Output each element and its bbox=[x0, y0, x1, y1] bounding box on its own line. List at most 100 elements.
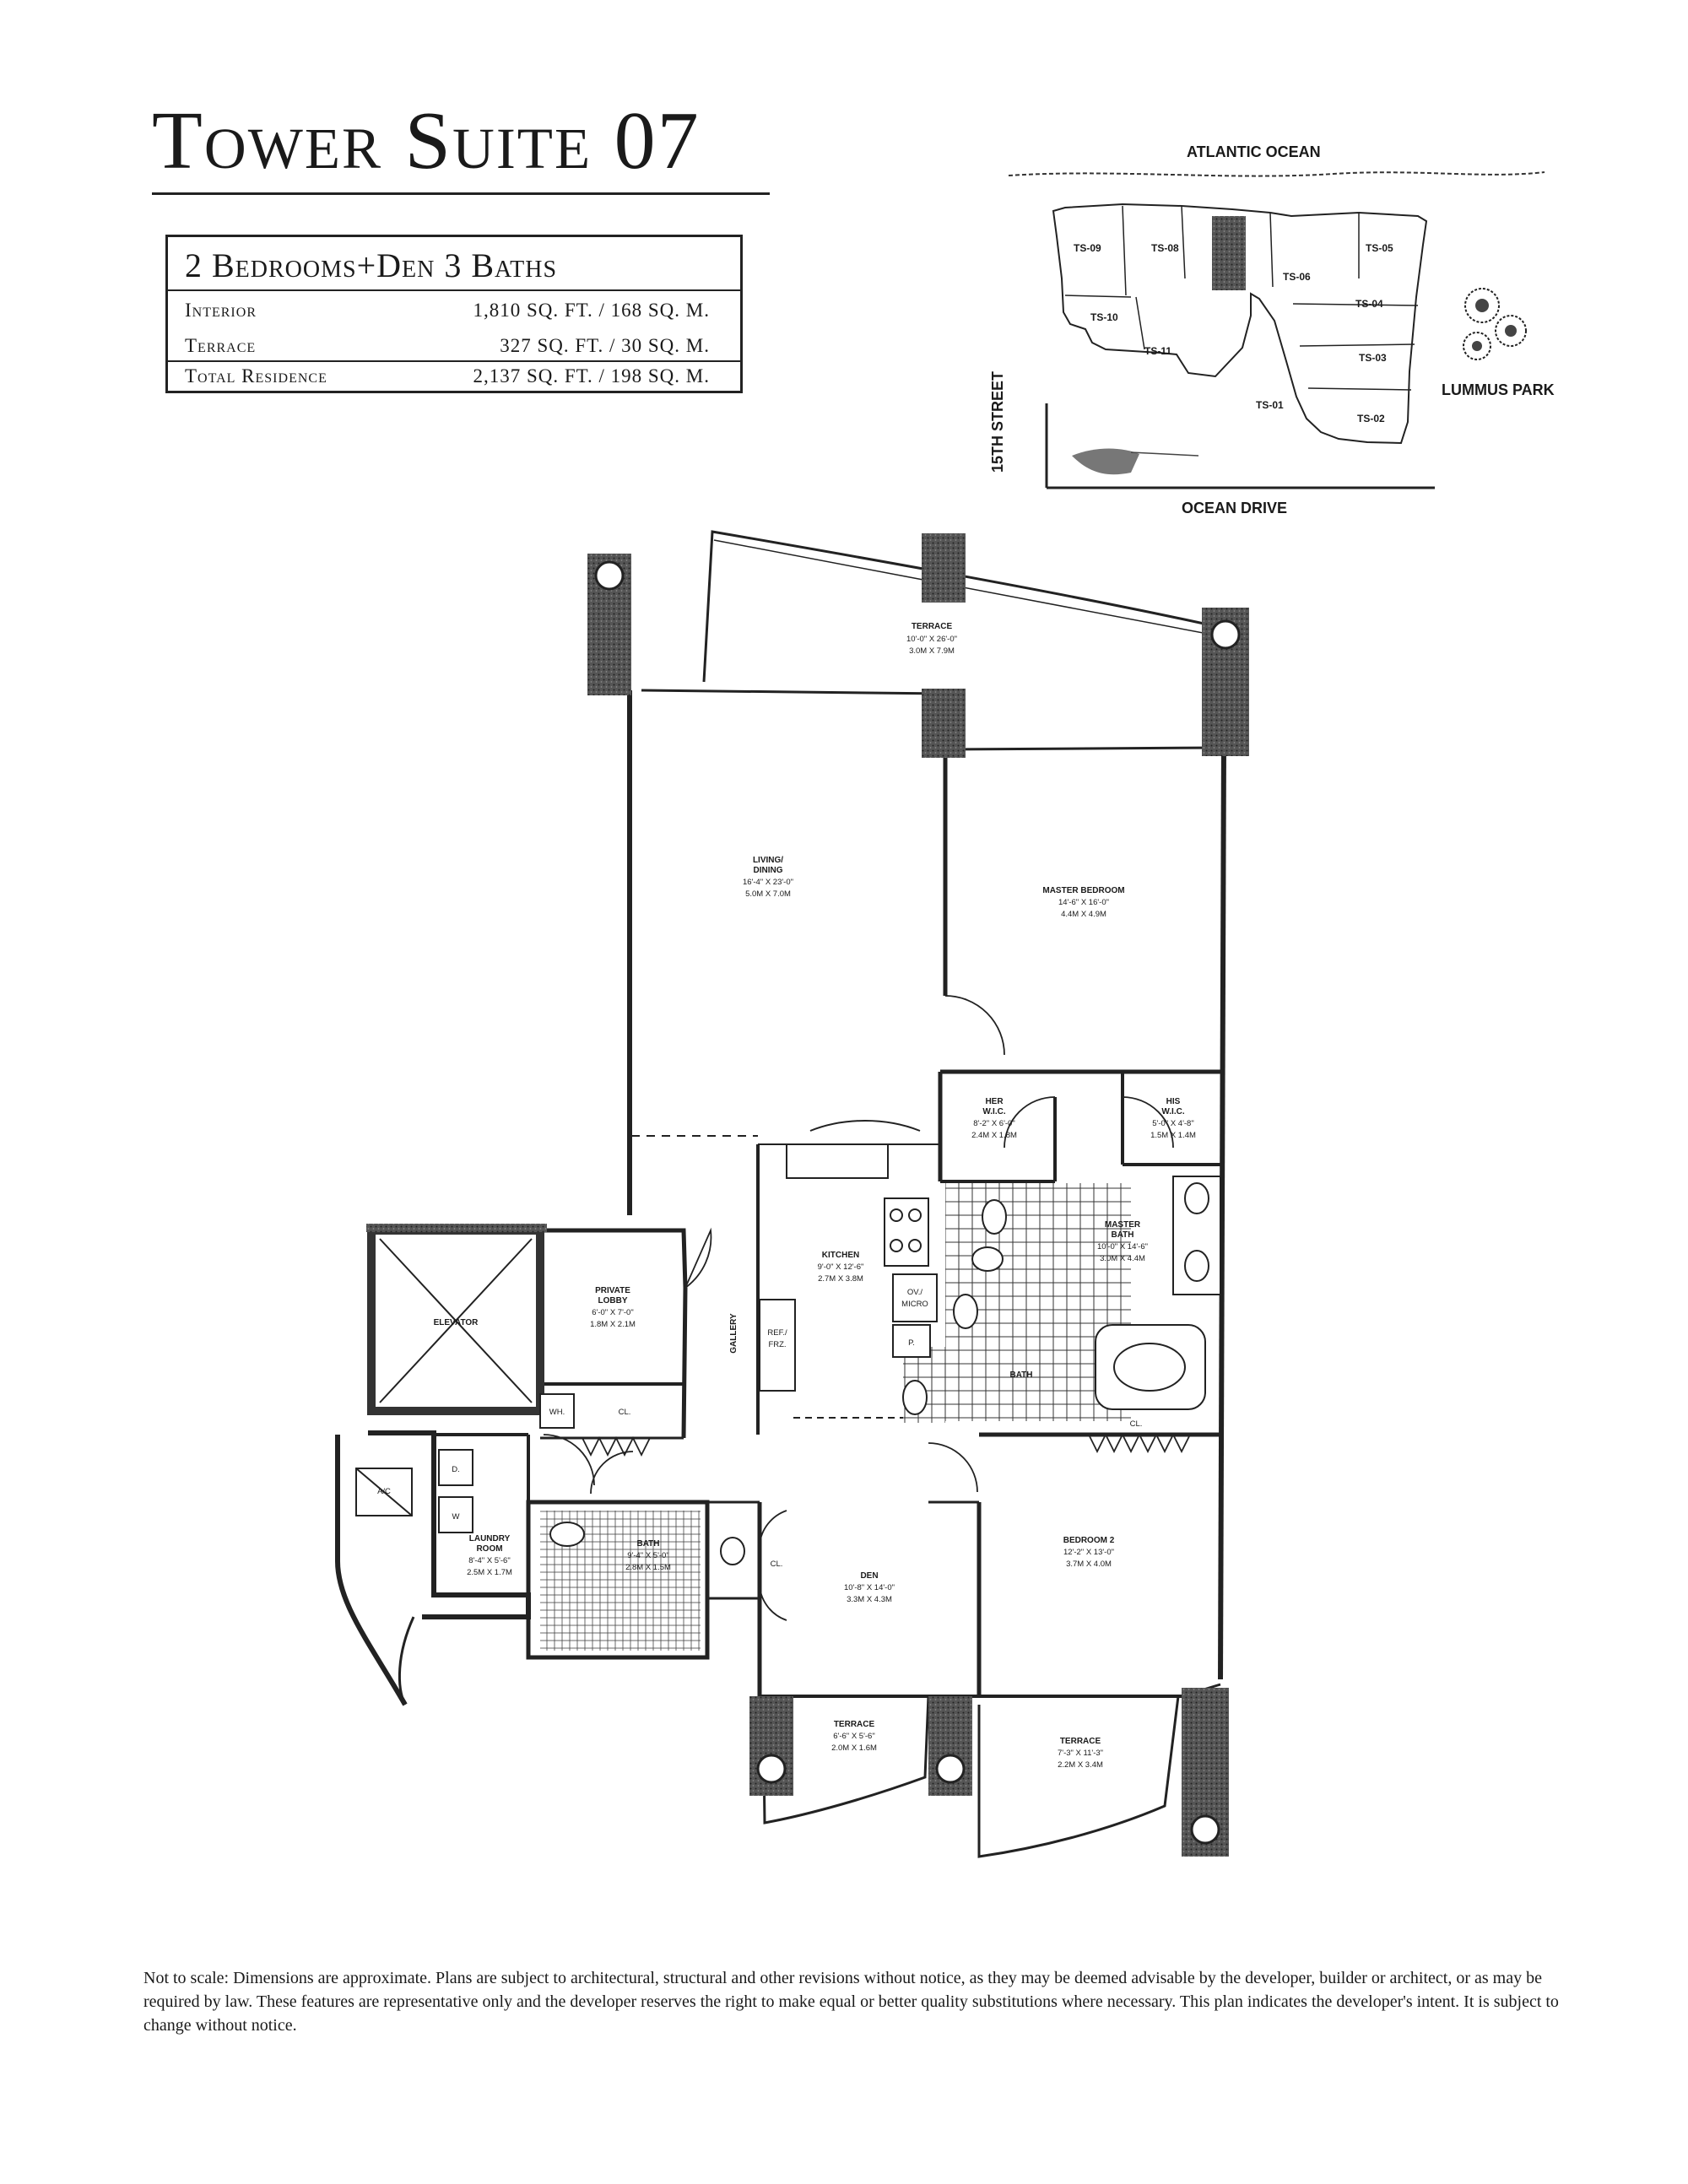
bidet-icon bbox=[971, 1246, 1004, 1272]
room-dim: 10'-8" X 14'-0" bbox=[844, 1583, 895, 1592]
room-dim: 6'-6" X 5'-6" bbox=[833, 1732, 874, 1741]
label-water-heater: WH. bbox=[549, 1408, 565, 1417]
room-dim: 2.8M X 1.5M bbox=[625, 1563, 671, 1572]
room-label-living-2: DINING bbox=[754, 866, 783, 875]
room-label-bath: BATH bbox=[636, 1539, 659, 1549]
room-label-private-lobby-2: LOBBY bbox=[598, 1296, 628, 1306]
disclaimer-text: Not to scale: Dimensions are approximate… bbox=[143, 1969, 1559, 2035]
fixtures bbox=[355, 1120, 1221, 1565]
spec-label: Interior bbox=[185, 300, 257, 321]
spec-value: 1,810 SQ. FT. / 168 SQ. M. bbox=[473, 300, 710, 321]
cooktop-icon bbox=[884, 1197, 929, 1267]
room-dim: 2.4M X 1.8M bbox=[971, 1131, 1017, 1140]
map-unit-ts09: TS-09 bbox=[1074, 242, 1101, 254]
columns bbox=[366, 533, 1249, 1857]
room-label-master-bath: MASTER bbox=[1105, 1220, 1141, 1230]
spec-row-total: Total Residence 2,137 SQ. FT. / 198 SQ. … bbox=[185, 365, 725, 387]
label-refrigerator: REF./ bbox=[767, 1328, 787, 1338]
spec-value: 327 SQ. FT. / 30 SQ. M. bbox=[500, 335, 710, 356]
toilet-icon bbox=[982, 1199, 1007, 1235]
room-dim: 1.5M X 1.4M bbox=[1150, 1131, 1196, 1140]
label-washer: W bbox=[452, 1512, 460, 1522]
room-dim: 5.0M X 7.0M bbox=[745, 889, 791, 899]
label-refrigerator-2: FRZ. bbox=[768, 1340, 786, 1349]
spec-divider bbox=[168, 360, 740, 362]
room-dim: 9'-4" X 5'-0" bbox=[627, 1551, 668, 1560]
room-label-her-wic-2: W.I.C. bbox=[982, 1107, 1005, 1116]
kitchen-counter bbox=[786, 1143, 889, 1179]
room-dim: 3.0M X 4.4M bbox=[1100, 1254, 1145, 1263]
label-closet-den: CL. bbox=[771, 1560, 783, 1569]
room-dim: 12'-2" X 13'-0" bbox=[1063, 1548, 1114, 1557]
label-oven-2: MICRO bbox=[901, 1300, 928, 1309]
room-label-his-wic-2: W.I.C. bbox=[1161, 1107, 1184, 1116]
map-label-park: LUMMUS PARK bbox=[1442, 381, 1555, 398]
map-unit-ts06: TS-06 bbox=[1283, 271, 1311, 283]
label-ac: A/C bbox=[377, 1487, 391, 1496]
room-dim: 5'-0" X 4'-8" bbox=[1152, 1119, 1193, 1128]
map-unit-ts10: TS-10 bbox=[1090, 311, 1118, 323]
room-dim: 10'-0" X 26'-0" bbox=[906, 635, 957, 644]
refrigerator-icon bbox=[759, 1299, 796, 1392]
room-dim: 2.5M X 1.7M bbox=[467, 1568, 512, 1577]
toilet-icon bbox=[902, 1380, 928, 1415]
room-label-gallery: GALLERY bbox=[729, 1313, 738, 1354]
map-unit-ts02: TS-02 bbox=[1357, 413, 1385, 424]
room-label-elevator: ELEVATOR bbox=[434, 1318, 479, 1327]
toilet-icon bbox=[549, 1522, 585, 1547]
elevator-cross bbox=[379, 1238, 533, 1403]
room-dim: 8'-4" X 5'-6" bbox=[468, 1556, 510, 1565]
map-unit-ts05: TS-05 bbox=[1366, 242, 1393, 254]
building-core bbox=[1212, 216, 1246, 290]
toilet-icon bbox=[953, 1294, 978, 1329]
room-label-master-bath-2: BATH bbox=[1111, 1230, 1133, 1240]
room-dim: 3.0M X 7.9M bbox=[909, 646, 955, 656]
dryer-icon bbox=[438, 1449, 473, 1486]
room-label-bath2: BATH bbox=[1009, 1370, 1032, 1380]
spec-value: 2,137 SQ. FT. / 198 SQ. M. bbox=[473, 365, 710, 387]
door-swings bbox=[543, 995, 1174, 1621]
label-closet-br2: CL. bbox=[1130, 1419, 1143, 1429]
key-map: TS-09 TS-08 TS-06 TS-05 TS-04 TS-10 TS-1… bbox=[1008, 171, 1545, 489]
room-dim: 8'-2" X 6'-0" bbox=[973, 1119, 1014, 1128]
room-label-terrace-br2: TERRACE bbox=[1060, 1737, 1101, 1746]
room-dim: 3.7M X 4.0M bbox=[1066, 1560, 1112, 1569]
room-dim: 9'-0" X 12'-6" bbox=[818, 1262, 864, 1272]
room-dim: 3.3M X 4.3M bbox=[847, 1595, 892, 1604]
room-label-terrace-den: TERRACE bbox=[834, 1720, 875, 1729]
sink-icon bbox=[720, 1537, 745, 1565]
map-label-ocean: ATLANTIC OCEAN bbox=[1187, 143, 1321, 160]
building-outline bbox=[1052, 203, 1428, 445]
map-unit-ts03: TS-03 bbox=[1359, 352, 1387, 364]
washer-icon bbox=[438, 1496, 473, 1533]
label-pantry: P. bbox=[908, 1338, 915, 1348]
spec-divider bbox=[168, 289, 740, 291]
label-dryer: D. bbox=[452, 1465, 460, 1474]
room-label-laundry: LAUNDRY bbox=[469, 1534, 511, 1543]
tree-icon bbox=[1463, 288, 1527, 360]
label-oven: OV./ bbox=[907, 1288, 922, 1297]
room-dim: 7'-3" X 11'-3" bbox=[1058, 1749, 1103, 1758]
room-dim: 10'-0" X 14'-6" bbox=[1097, 1242, 1148, 1251]
sink-icon bbox=[1184, 1250, 1209, 1282]
room-label-laundry-2: ROOM bbox=[476, 1544, 502, 1554]
room-label-den: DEN bbox=[860, 1571, 878, 1581]
map-unit-ts04: TS-04 bbox=[1355, 298, 1383, 310]
spec-label: Terrace bbox=[185, 335, 257, 356]
sink-icon bbox=[1184, 1182, 1209, 1214]
room-label-private-lobby: PRIVATE bbox=[595, 1286, 630, 1295]
room-label-her-wic: HER bbox=[985, 1097, 1004, 1106]
pantry-icon bbox=[892, 1324, 931, 1358]
closet-doors bbox=[582, 1432, 1191, 1457]
map-unit-ts11: TS-11 bbox=[1144, 345, 1171, 357]
label-closet: CL. bbox=[619, 1408, 631, 1417]
room-label-terrace-top: TERRACE bbox=[912, 622, 953, 631]
room-dim: 6'-0" X 7'-0" bbox=[592, 1308, 633, 1317]
room-label-master-bedroom: MASTER BEDROOM bbox=[1042, 886, 1124, 895]
water-heater-icon bbox=[539, 1393, 575, 1429]
room-dim: 14'-6" X 16'-0" bbox=[1058, 898, 1109, 907]
room-dim: 16'-4" X 23'-0" bbox=[743, 878, 793, 887]
shoreline bbox=[1008, 171, 1545, 177]
room-label-his-wic: HIS bbox=[1166, 1097, 1181, 1106]
